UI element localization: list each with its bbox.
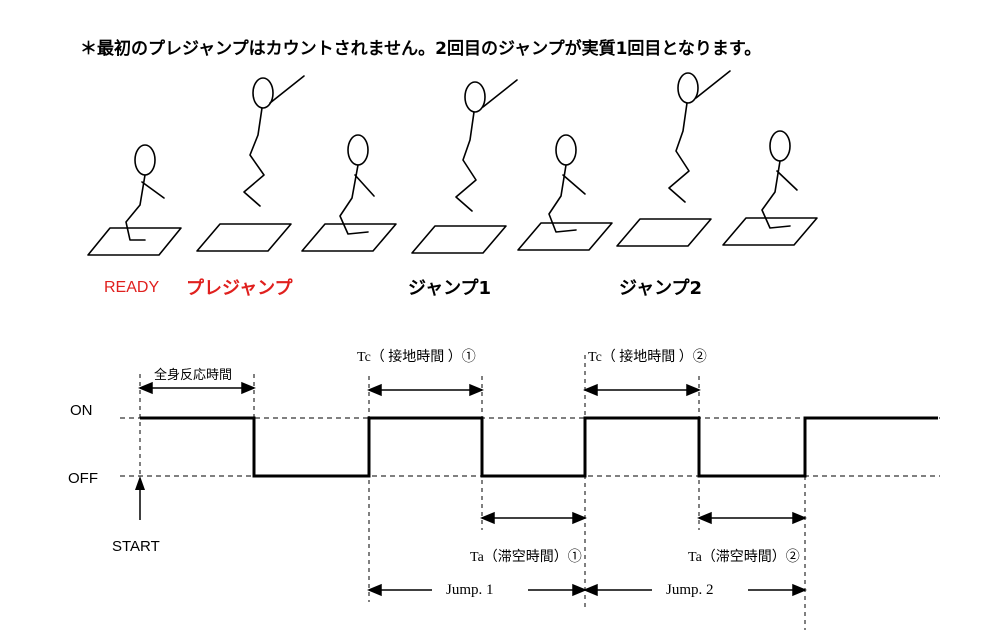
mat-3 <box>301 223 397 252</box>
off-label: OFF <box>68 470 98 487</box>
reaction-time-label: 全身反応時間 <box>154 367 233 382</box>
mat-1 <box>87 227 182 256</box>
jump2-span-label: Jump. 2 <box>666 582 714 598</box>
figure-jump2 <box>668 70 731 203</box>
figure-landed-1 <box>339 134 375 235</box>
note-text: ＊最初のプレジャンプはカウントされません。2回目のジャンプが実質1回目となります… <box>80 39 762 59</box>
figure-landed-2 <box>548 134 586 233</box>
timing-chart <box>120 355 940 630</box>
mat-7 <box>722 217 818 246</box>
mat-4 <box>411 225 507 254</box>
stage-label-ready: READY <box>104 279 160 296</box>
stage-label-jump2: ジャンプ2 <box>619 278 703 299</box>
mat-2 <box>196 223 292 252</box>
figure-ready <box>125 144 165 241</box>
signal-waveform <box>140 416 938 478</box>
stage-label-prejump: プレジャンプ <box>186 278 293 299</box>
tc1-label: Tc（ 接地時間 ）① <box>357 350 476 365</box>
ta2-label: Ta（滞空時間）② <box>688 550 800 565</box>
start-label: START <box>112 538 160 555</box>
on-label: ON <box>70 402 93 419</box>
figure-landed-3 <box>761 130 798 229</box>
mat-6 <box>616 218 712 247</box>
tc2-label: Tc（ 接地時間 ）② <box>588 350 707 365</box>
ta1-label: Ta（滞空時間）① <box>470 550 582 565</box>
figure-prejump <box>243 75 305 207</box>
stage-label-jump1: ジャンプ1 <box>408 278 492 299</box>
mat-5 <box>517 222 613 251</box>
figure-jump1 <box>455 79 518 212</box>
jump1-span-label: Jump. 1 <box>446 582 494 598</box>
